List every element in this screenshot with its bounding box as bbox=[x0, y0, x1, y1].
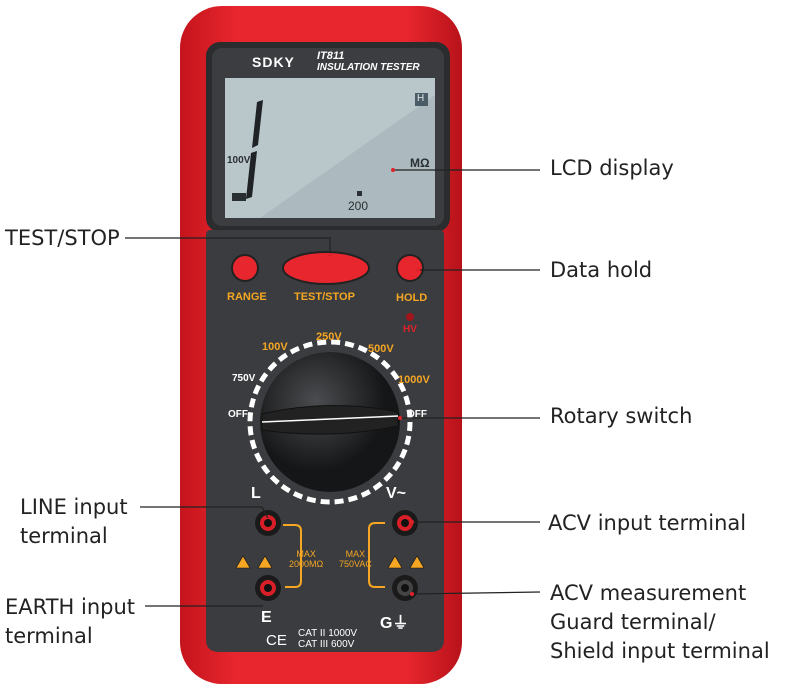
label-acv-guard-1: ACV measurement bbox=[550, 581, 747, 605]
hv-label: HV bbox=[403, 324, 417, 335]
range-label: RANGE bbox=[227, 291, 267, 303]
model-label: IT811 bbox=[317, 50, 345, 62]
label-earth-input-2: terminal bbox=[5, 624, 93, 648]
label-acv-guard-2: Guard terminal/ bbox=[550, 610, 716, 634]
max-left-line1: MAX bbox=[296, 549, 316, 559]
guard-terminal-label: G⏚ bbox=[380, 615, 409, 632]
label-line-input: LINE input terminal bbox=[20, 493, 128, 551]
hv-led bbox=[406, 313, 414, 321]
label-acv-guard-3: Shield input terminal bbox=[550, 639, 770, 663]
brand-logo: SDKY bbox=[252, 54, 295, 70]
dial-1000v: 1000V bbox=[398, 374, 430, 386]
label-rotary-switch: Rotary switch bbox=[550, 404, 693, 428]
earth-terminal-label: E bbox=[261, 609, 272, 626]
max-right-line2: 750VAC bbox=[339, 559, 372, 569]
hold-label: HOLD bbox=[396, 292, 428, 304]
line-terminal-label: L bbox=[251, 485, 261, 502]
label-lcd-display: LCD display bbox=[550, 156, 674, 180]
label-line-input-1: LINE input bbox=[20, 495, 128, 519]
label-line-input-2: terminal bbox=[20, 524, 108, 548]
ce-mark: CE bbox=[266, 632, 287, 649]
test-stop-button bbox=[282, 251, 370, 285]
lcd-unit: MΩ bbox=[410, 156, 430, 170]
label-earth-input-1: EARTH input bbox=[5, 595, 136, 619]
hold-button bbox=[396, 254, 424, 282]
lcd-range: 200 bbox=[348, 199, 369, 213]
lcd-voltage: 100V bbox=[227, 155, 251, 166]
cat-iii: CAT III 600V bbox=[298, 639, 355, 650]
terminals bbox=[255, 510, 418, 601]
dial-250v: 250V bbox=[316, 331, 342, 343]
dial-off-left: OFF bbox=[228, 409, 248, 420]
acv-terminal-label: V~ bbox=[386, 485, 407, 502]
label-acv-input: ACV input terminal bbox=[548, 511, 747, 535]
dial-500v: 500V bbox=[368, 343, 394, 355]
lcd-hold-indicator: H bbox=[417, 93, 425, 104]
dial-100v: 100V bbox=[262, 341, 288, 353]
test-stop-label: TEST/STOP bbox=[294, 291, 355, 303]
subtitle-label: INSULATION TESTER bbox=[317, 62, 420, 73]
max-right-line1: MAX bbox=[345, 549, 366, 559]
cat-ii: CAT II 1000V bbox=[298, 628, 358, 639]
dial-750v: 750V bbox=[232, 373, 256, 384]
dial-off-right: OFF bbox=[407, 409, 427, 420]
max-left-line2: 2000MΩ bbox=[289, 559, 324, 569]
label-data-hold: Data hold bbox=[550, 258, 653, 282]
label-earth-input: EARTH input terminal bbox=[5, 593, 135, 651]
label-test-stop: TEST/STOP bbox=[5, 226, 120, 250]
range-button bbox=[231, 254, 259, 282]
leader-lines bbox=[125, 169, 541, 607]
